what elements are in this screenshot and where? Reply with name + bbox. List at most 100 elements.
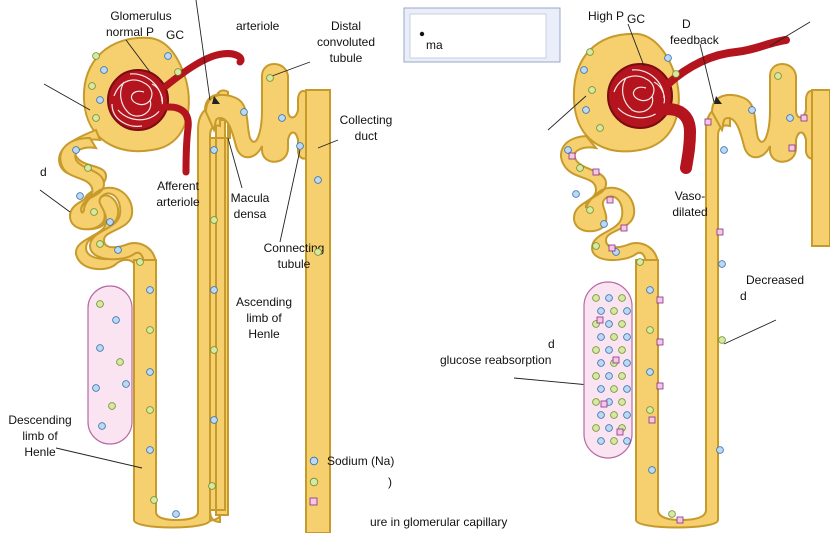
- left-efferent-arteriole: [162, 50, 245, 90]
- label-macula-1: Macula: [231, 191, 270, 205]
- square-marker: [596, 316, 604, 324]
- square-marker: [568, 152, 576, 160]
- left-leader-glomerulus: [125, 39, 151, 73]
- sodium-marker: [582, 106, 590, 114]
- glucose-marker: [208, 482, 216, 490]
- left-leader-collecting: [317, 139, 339, 149]
- sodium-marker: [646, 286, 654, 294]
- right-afferent-arteriole: [654, 103, 697, 174]
- sodium-marker: [597, 411, 605, 419]
- square-marker: [704, 118, 712, 126]
- glucose-marker: [88, 82, 96, 90]
- square-marker: [600, 400, 608, 408]
- glucose-marker: [646, 406, 654, 414]
- glucose-marker: [90, 208, 98, 216]
- sodium-marker: [605, 294, 613, 302]
- sodium-marker: [146, 446, 154, 454]
- glucose-marker: [84, 164, 92, 172]
- sodium-marker: [210, 416, 218, 424]
- sodium-marker: [146, 286, 154, 294]
- glucose-marker: [618, 346, 626, 354]
- sodium-marker: [122, 380, 130, 388]
- sodium-marker: [597, 333, 605, 341]
- glucose-marker: [92, 52, 100, 60]
- sodium-marker: [278, 114, 286, 122]
- right-efferent-arteriole: [664, 36, 790, 88]
- square-marker: [612, 356, 620, 364]
- sodium-marker: [646, 368, 654, 376]
- square-marker: [656, 296, 664, 304]
- glucose-marker: [646, 326, 654, 334]
- center-box-fragment: ma: [426, 38, 443, 52]
- glucose-marker: [618, 398, 626, 406]
- glucose-marker: [586, 206, 594, 214]
- glucose-marker: [618, 372, 626, 380]
- label-feedback-1: D: [682, 17, 691, 31]
- sodium-marker: [748, 106, 756, 114]
- solute-markers: [72, 48, 808, 524]
- glucose-marker: [576, 164, 584, 172]
- right-leader-feedback: [699, 43, 715, 103]
- sodium-marker: [597, 359, 605, 367]
- label-distal-2: convoluted: [317, 35, 375, 49]
- glucose-marker: [108, 402, 116, 410]
- square-marker: [616, 428, 624, 436]
- sodium-marker: [564, 146, 572, 154]
- sodium-marker: [92, 384, 100, 392]
- sodium-marker: [112, 316, 120, 324]
- right-glomerulus: [607, 63, 673, 129]
- glucose-marker: [592, 424, 600, 432]
- sodium-marker: [580, 66, 588, 74]
- label-glucose-2: glucose reabsorption: [440, 353, 551, 367]
- sodium-marker: [106, 218, 114, 226]
- left-collecting-duct: [305, 89, 331, 533]
- glucose-marker: [592, 398, 600, 406]
- label-connecting-2: tubule: [278, 257, 311, 271]
- right-collecting-duct: [811, 89, 830, 247]
- label-ascending-1: Ascending: [236, 295, 292, 309]
- sodium-marker: [623, 359, 631, 367]
- left-leader-connecting: [279, 149, 301, 243]
- sodium-marker: [100, 66, 108, 74]
- right-distal-tubule: [710, 63, 819, 163]
- label-glomerulus: Glomerulus: [110, 9, 171, 23]
- glucose-marker: [636, 258, 644, 266]
- label-normal-pgc-sub: GC: [166, 28, 184, 42]
- label-distal-3: tubule: [330, 51, 363, 65]
- left-glomerulus: [107, 69, 169, 131]
- glucose-marker: [592, 346, 600, 354]
- glucose-marker: [116, 358, 124, 366]
- glucose-marker: [314, 248, 322, 256]
- glucose-marker: [136, 258, 144, 266]
- glucose-marker: [174, 68, 182, 76]
- sodium-marker: [314, 176, 322, 184]
- right-leader-decreased: [723, 319, 777, 345]
- sodium-marker: [664, 54, 672, 62]
- label-macula-2: densa: [234, 207, 267, 221]
- glucose-marker: [610, 385, 618, 393]
- label-decreased-1: Decreased: [746, 273, 804, 287]
- square-marker: [676, 516, 684, 524]
- right-leader-left: [547, 95, 587, 131]
- label-collecting-1: Collecting: [340, 113, 393, 127]
- square-marker: [592, 168, 600, 176]
- label-high-pgc: High P: [588, 9, 624, 23]
- sodium-marker: [146, 368, 154, 376]
- sodium-marker: [597, 437, 605, 445]
- label-afferent-1: Afferent: [157, 179, 199, 193]
- sodium-marker: [572, 190, 580, 198]
- right-leader-high-pgc: [627, 23, 645, 67]
- sodium-marker: [716, 446, 724, 454]
- right-leader-top: [769, 21, 811, 47]
- left-leader-macula: [227, 137, 243, 189]
- square-marker: [648, 416, 656, 424]
- square-marker: [716, 228, 724, 236]
- legend-square-marker: [309, 497, 318, 506]
- glucose-marker: [672, 70, 680, 78]
- sodium-marker: [296, 142, 304, 150]
- glucose-marker: [668, 510, 676, 518]
- glucose-marker: [96, 300, 104, 308]
- label-ascending-3: Henle: [248, 327, 280, 341]
- square-marker: [620, 224, 628, 232]
- center-box: ma: [403, 7, 561, 63]
